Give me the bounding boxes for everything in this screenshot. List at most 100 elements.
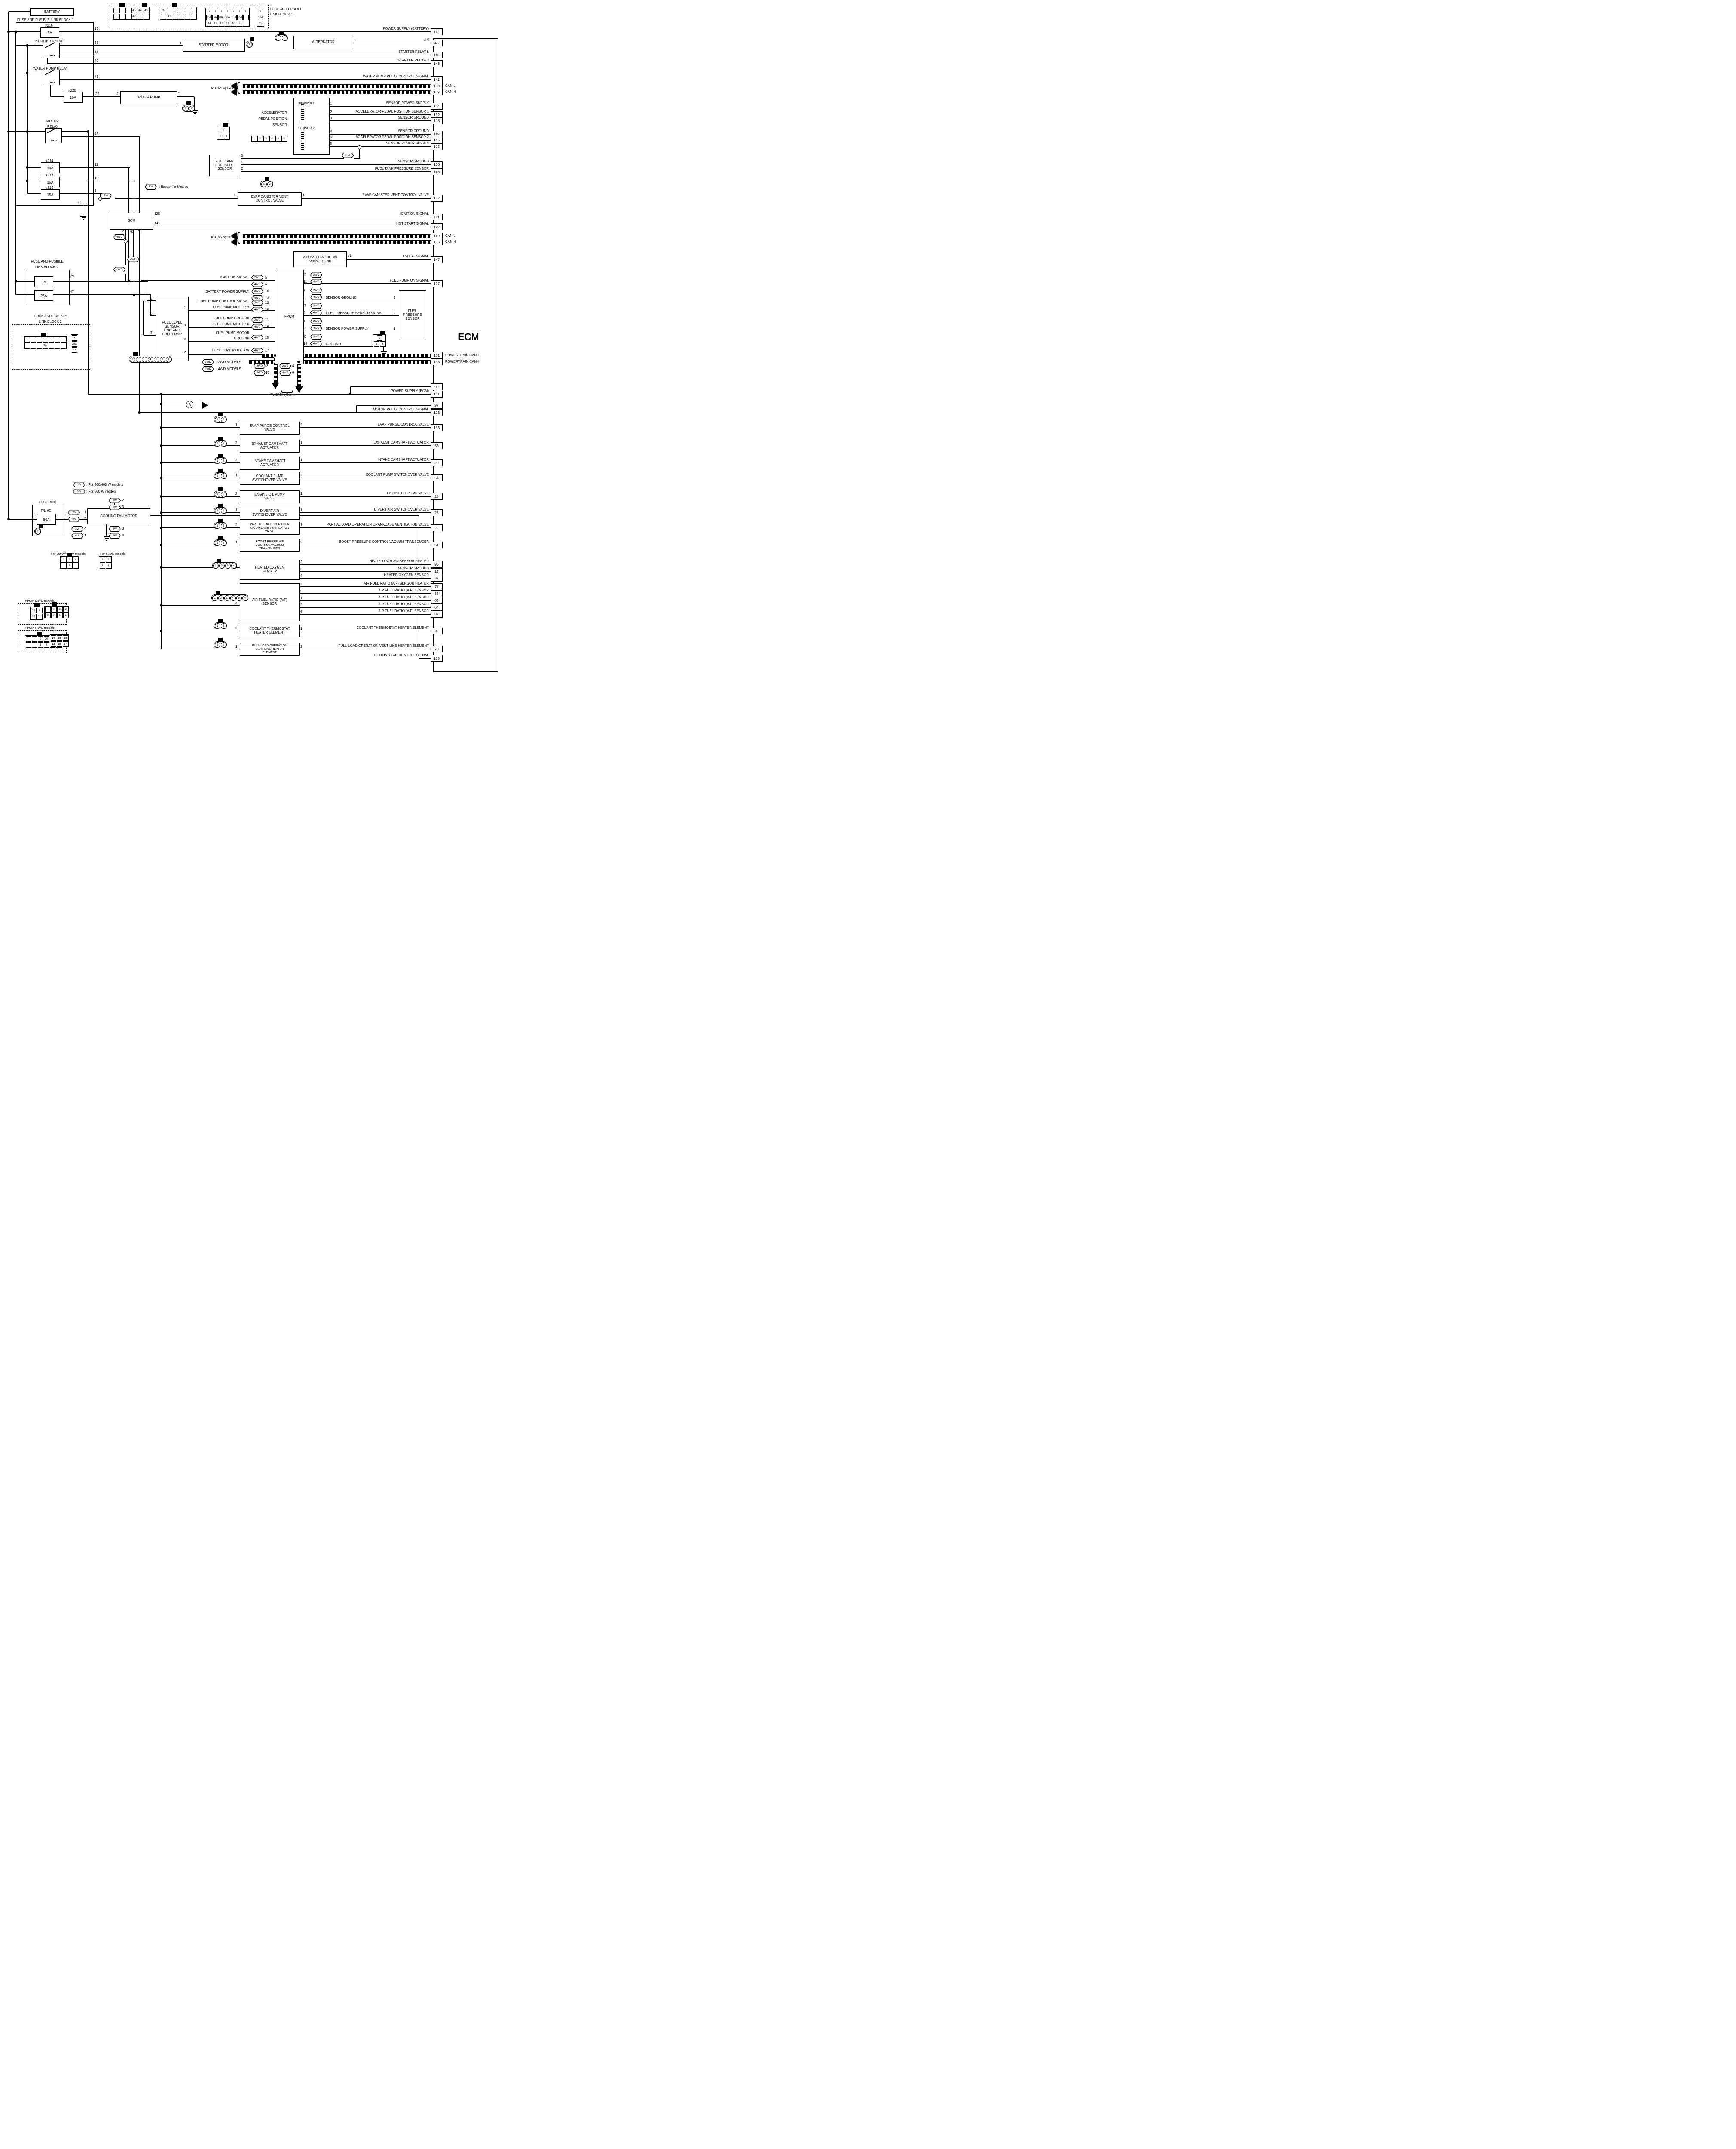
connector-cell: 5 xyxy=(63,612,69,618)
wire xyxy=(9,31,431,32)
junction-dot xyxy=(87,130,89,133)
wire xyxy=(299,600,431,601)
junction-dot xyxy=(160,403,162,405)
wire xyxy=(419,658,431,659)
text-label: 4 xyxy=(330,129,332,133)
wire xyxy=(188,354,276,355)
connector-cell: 3 xyxy=(37,642,43,648)
ecm-pin-138: 138 xyxy=(431,358,443,365)
box-label: DIVERT AIR xyxy=(260,509,279,513)
hex-pin-number: 18 xyxy=(265,308,269,312)
box-label: VALVE xyxy=(264,496,275,500)
hex-label: 4WD xyxy=(311,341,322,346)
text-label: 2 xyxy=(235,523,238,527)
wire xyxy=(301,198,431,199)
wire xyxy=(299,593,431,594)
wire xyxy=(303,315,400,316)
ecm-pin-23: 23 xyxy=(431,509,443,516)
junction-dot xyxy=(26,72,28,74)
ground-icon xyxy=(104,538,109,539)
hex-pin-number: 3 xyxy=(266,364,269,368)
connector-cell: 1 xyxy=(214,458,220,464)
wire xyxy=(61,136,140,137)
hex-pin-number: 5 xyxy=(303,295,306,299)
ecm-pin-151: 151 xyxy=(431,352,443,359)
ecm-pin-label: HEATED OXYGEN SENSOR xyxy=(384,573,429,577)
connector-cell xyxy=(36,337,42,343)
can-arrow-icon xyxy=(295,386,303,393)
ecm-pin-122: 122 xyxy=(431,223,443,230)
ecm-pin-127: 127 xyxy=(431,280,443,287)
box-starter-motor: STARTER MOTOR xyxy=(183,39,245,52)
connector-cell: 3 xyxy=(57,606,63,612)
text-label: #213 xyxy=(46,173,53,177)
fpcm-right-label: SENSOR POWER SUPPLY xyxy=(326,327,369,331)
connector-tab xyxy=(218,454,223,458)
connector-cell: 11 xyxy=(224,20,230,26)
hex-6w: 6W xyxy=(109,505,121,510)
connector-cell xyxy=(60,337,66,343)
hex-4wd: 4WD xyxy=(251,348,263,353)
ecm-pin-label: ACCELERATOR PEDAL POSITION SENSOR 2 xyxy=(355,135,429,139)
text-label: 1 xyxy=(184,306,186,310)
connector-cell xyxy=(190,7,196,13)
text-label: 2 xyxy=(300,603,303,607)
text-label: 1 xyxy=(303,193,305,197)
wire xyxy=(161,605,241,606)
wire xyxy=(133,229,134,257)
wire xyxy=(88,132,89,394)
legend-text: : 2WD MODELS xyxy=(216,360,241,364)
box-label: SWITCHOVER VALVE xyxy=(252,478,287,482)
wire xyxy=(350,386,431,387)
ecm-pin-63: 63 xyxy=(431,597,443,604)
text-label: #216 xyxy=(45,24,53,28)
junction-dot xyxy=(160,393,162,395)
hex-label: 3W xyxy=(109,527,120,531)
hex-label: 4WD xyxy=(311,310,322,315)
connector-cell: 1 xyxy=(251,135,257,141)
hex-label: 2WD xyxy=(280,364,291,368)
connector-cell: 47 xyxy=(71,347,77,353)
box-label: FUEL xyxy=(408,309,417,313)
fuse-#63: 25A xyxy=(34,290,53,301)
hex-em: EM xyxy=(145,184,157,190)
connector-tab xyxy=(218,638,223,642)
hex-label: 3W xyxy=(68,510,79,515)
hex-pin-number: 12 xyxy=(265,301,269,305)
box-label: EXHAUST CAMSHAFT xyxy=(251,442,288,446)
text-label: FUEL PUMP MOTOR xyxy=(216,331,249,335)
text-label: 2 xyxy=(300,540,303,544)
ecm-pin-77: 77 xyxy=(431,583,443,590)
text-label: FUSE AND FUSIBLE LINK BLOCK 1 xyxy=(17,18,74,22)
text-label: 2 xyxy=(235,626,238,630)
connector-cell: 15A xyxy=(231,14,237,20)
connector-tab xyxy=(223,123,228,127)
connector-cell: 10 xyxy=(31,607,37,613)
text-label: 6 xyxy=(150,312,153,315)
wire xyxy=(161,445,241,446)
connector-cell: 3 xyxy=(67,563,73,569)
ecm-pin-136: 136 xyxy=(431,239,443,245)
connector-cell: 9 xyxy=(236,20,242,26)
legend-text: : For 600 W models xyxy=(86,490,116,493)
box-label: FUEL LEVEL xyxy=(162,321,183,325)
hex-4wd: 4WD xyxy=(251,324,263,330)
can-bus-bar xyxy=(243,234,431,238)
connector-cell: 2 xyxy=(220,127,226,133)
text-label: 2 xyxy=(330,110,332,114)
connector-tab xyxy=(218,504,223,508)
connector-fusebox-conn: 1 xyxy=(34,528,41,535)
ecm-pin-4: 4 xyxy=(431,628,443,634)
hex-label: 2WD xyxy=(311,303,322,308)
junction-dot xyxy=(26,180,28,182)
text-label: 4 xyxy=(184,337,186,341)
ecm-pin-label: WATER PUMP RELAY CONTROL SIGNAL xyxy=(363,74,429,78)
ecm-pin-87: 87 xyxy=(431,611,443,618)
text-label: FUEL PUMP MOTOR U xyxy=(212,322,249,326)
